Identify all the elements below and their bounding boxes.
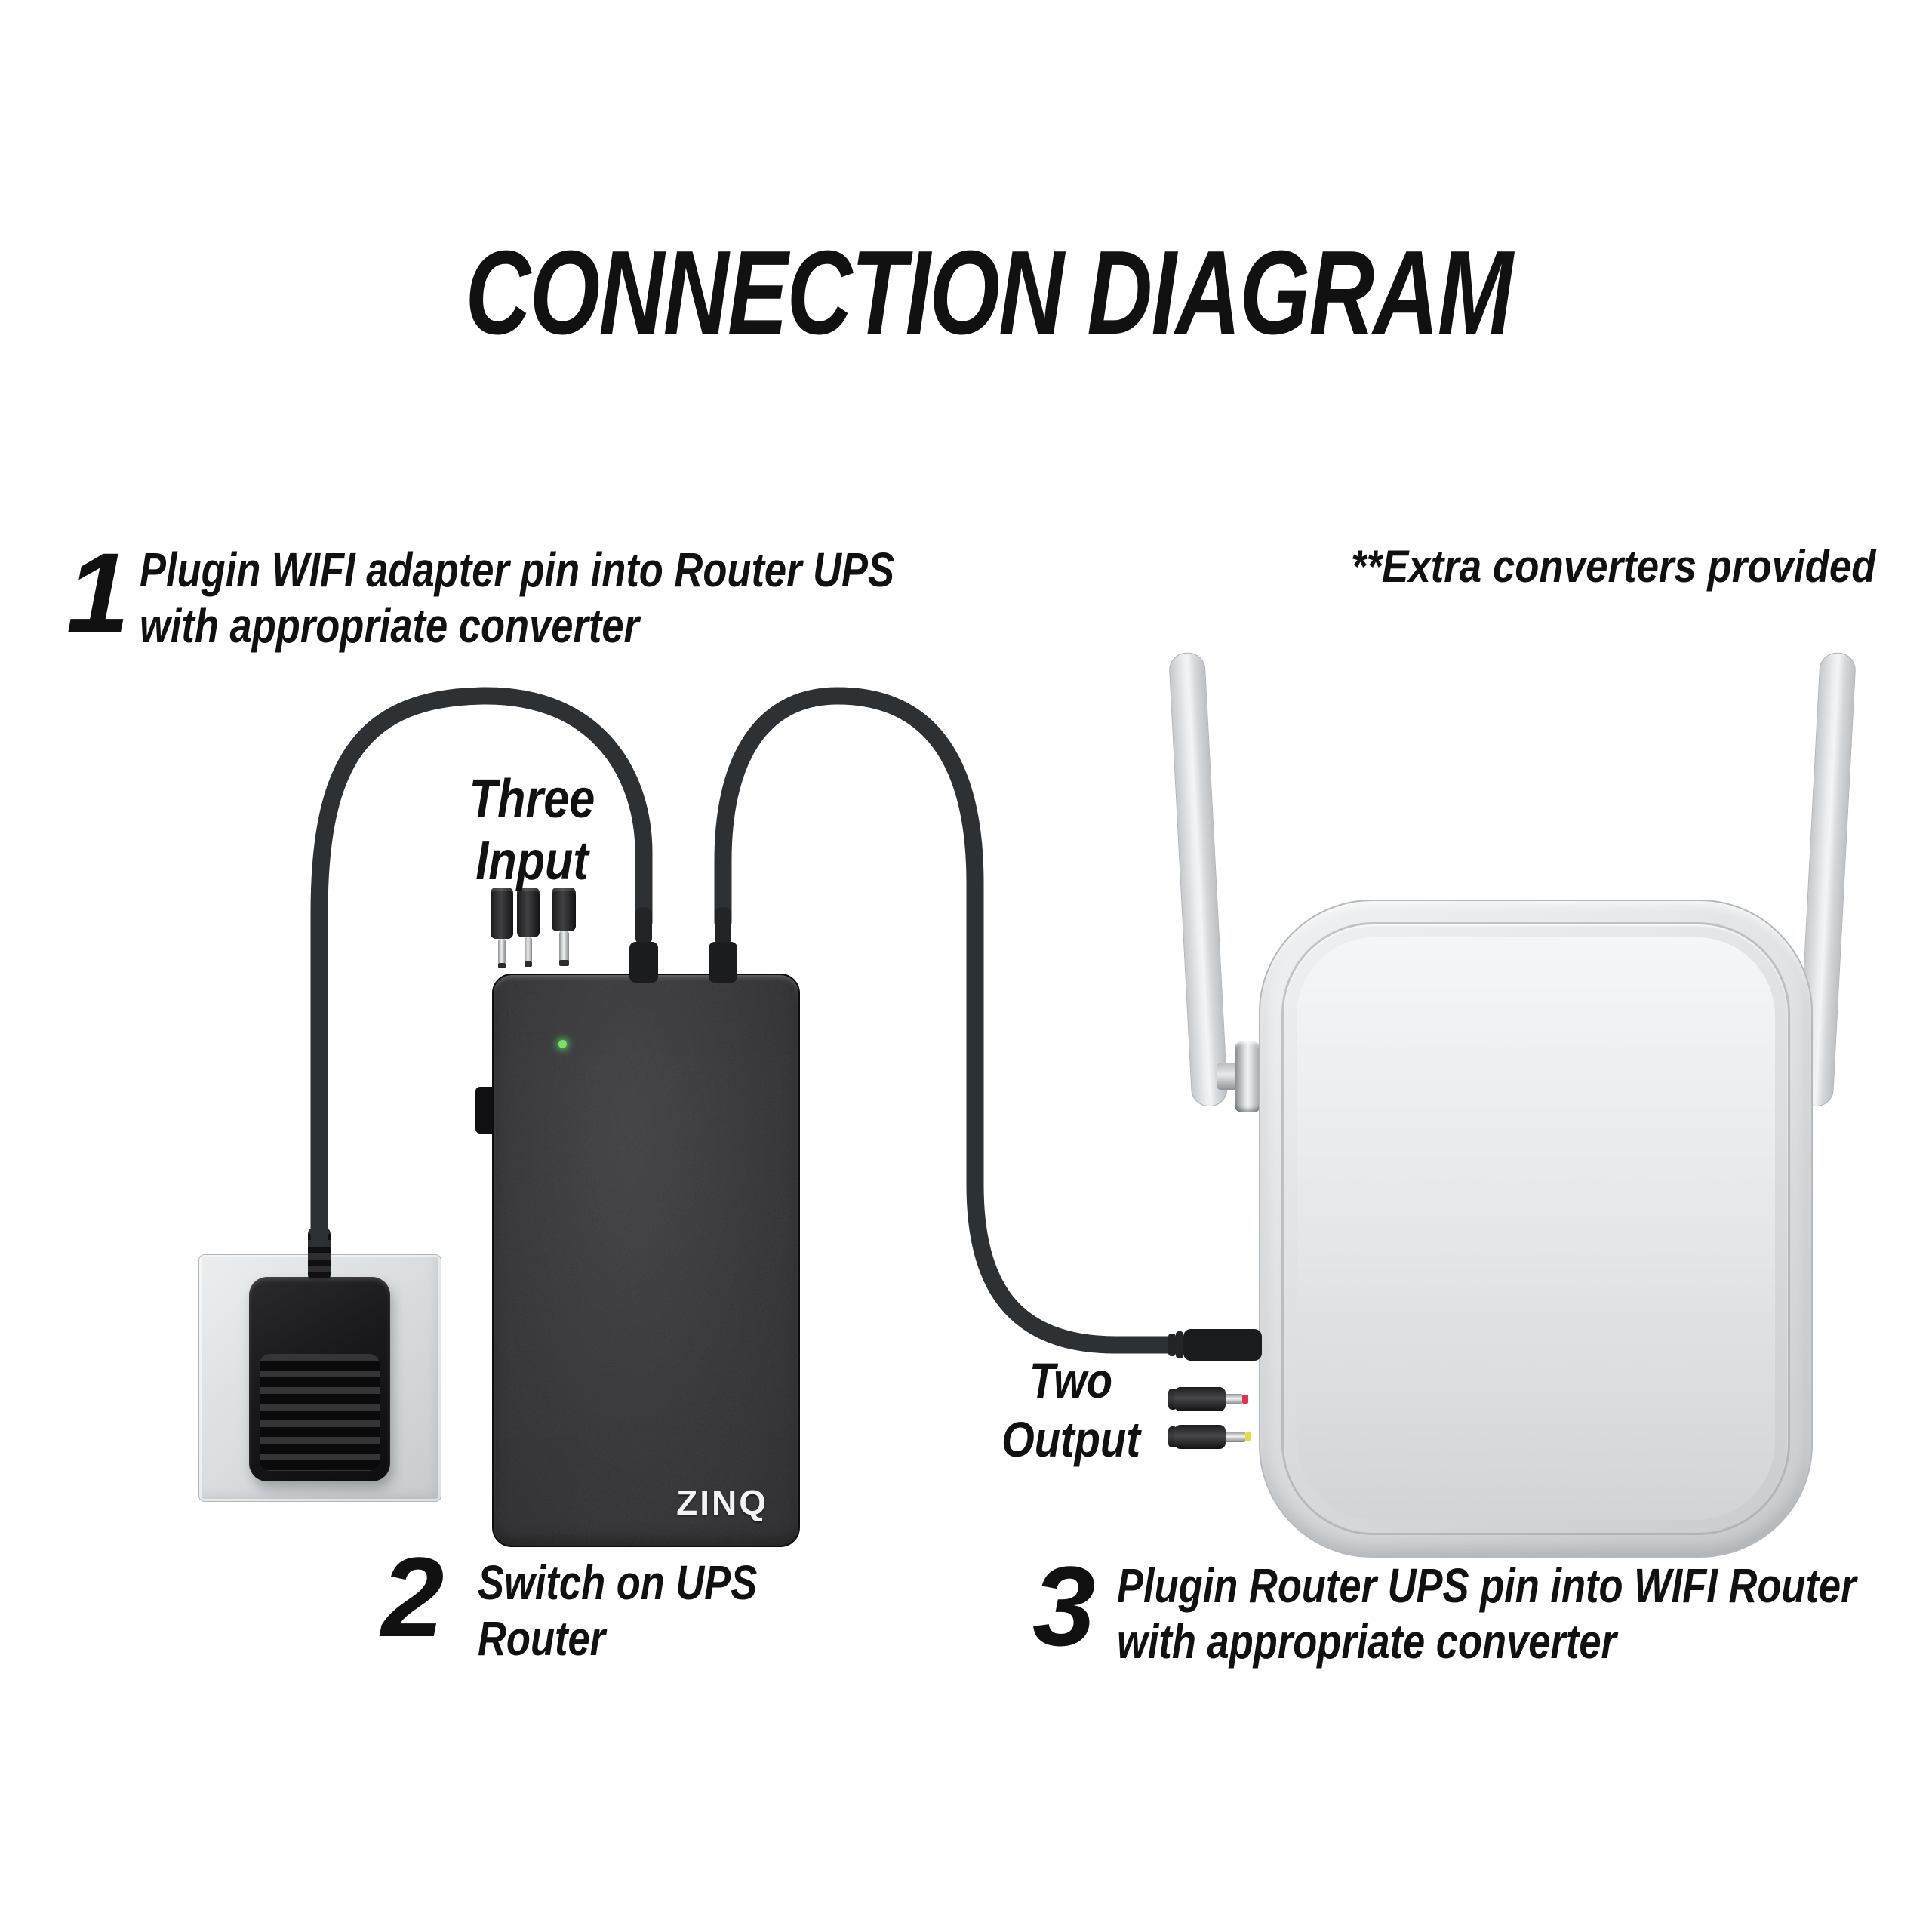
router-face-groove (1281, 922, 1790, 1535)
page-title: CONNECTION DIAGRAM (465, 226, 1513, 359)
extra-converters-note: **Extra converters provided (1351, 541, 1876, 592)
ups-brand-logo: ZINQ (676, 1483, 768, 1522)
two-output-label: Two Output (1001, 1352, 1140, 1467)
step-1-number: 1 (66, 529, 130, 656)
step-3-text: Plugin Router UPS pin into WIFI Router w… (1117, 1558, 1857, 1669)
adapter-vents (260, 1354, 380, 1471)
router-face-panel (1297, 937, 1775, 1520)
step-3-number: 3 (1032, 1543, 1096, 1669)
step-1-text: Plugin WIFI adapter pin into Router UPS … (140, 543, 895, 653)
three-input-label: Three Input (469, 769, 595, 891)
step-2-number: 2 (381, 1534, 445, 1660)
wifi-router-device (1259, 900, 1813, 1558)
step-2-text: Switch on UPS Router (478, 1555, 758, 1666)
wall-power-adapter (249, 1277, 390, 1481)
